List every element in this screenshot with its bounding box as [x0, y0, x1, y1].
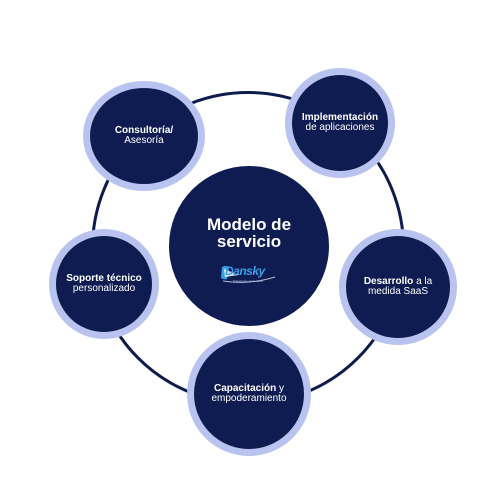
node-desarrollo-rest-2: medida SaaS [367, 286, 429, 297]
node-soporte: Soporte técnico personalizado [49, 229, 159, 339]
node-desarrollo: Desarrollo a la medida SaaS [339, 229, 457, 345]
center-title-line1: Modelo de [206, 215, 292, 234]
node-capacitacion-rest-2: empoderamiento [211, 393, 287, 404]
logo-wordmark: Dansky [225, 264, 265, 278]
node-soporte-bold: Soporte técnico [66, 273, 142, 284]
node-capacitacion-bold: Capacitación [213, 383, 277, 394]
center-title: Modelo de servicio [207, 216, 291, 250]
node-consultoria: Consultoría/ Asesoría [83, 81, 205, 191]
company-logo: Dansky Soluciones en la nube [219, 263, 279, 287]
node-implementacion-rest: de aplicaciones [305, 122, 375, 133]
node-capacitacion-rest-1: y [279, 383, 284, 394]
node-desarrollo-bold: Desarrollo [363, 276, 414, 287]
center-node: Modelo de servicio Dansky Soluciones en … [169, 166, 329, 326]
node-soporte-label: Soporte técnico personalizado [66, 274, 142, 294]
node-implementacion-bold: Implementación [301, 112, 379, 123]
logo-tagline: Soluciones en la nube [233, 279, 263, 283]
logo-swoosh-icon [221, 266, 276, 283]
node-consultoria-rest: Asesoría [124, 135, 164, 146]
node-soporte-rest: personalizado [72, 283, 136, 294]
node-implementacion-label: Implementación de aplicaciones [302, 113, 378, 133]
node-capacitacion: Capacitación y empoderamiento [187, 332, 311, 456]
node-consultoria-label: Consultoría/ Asesoría [115, 126, 173, 146]
center-title-line2: servicio [216, 232, 282, 251]
node-capacitacion-label: Capacitación y empoderamiento [211, 384, 286, 404]
node-consultoria-bold: Consultoría/ [114, 125, 174, 136]
node-desarrollo-rest-1: a la [416, 276, 433, 287]
node-implementacion: Implementación de aplicaciones [285, 68, 395, 178]
node-desarrollo-label: Desarrollo a la medida SaaS [364, 277, 432, 297]
